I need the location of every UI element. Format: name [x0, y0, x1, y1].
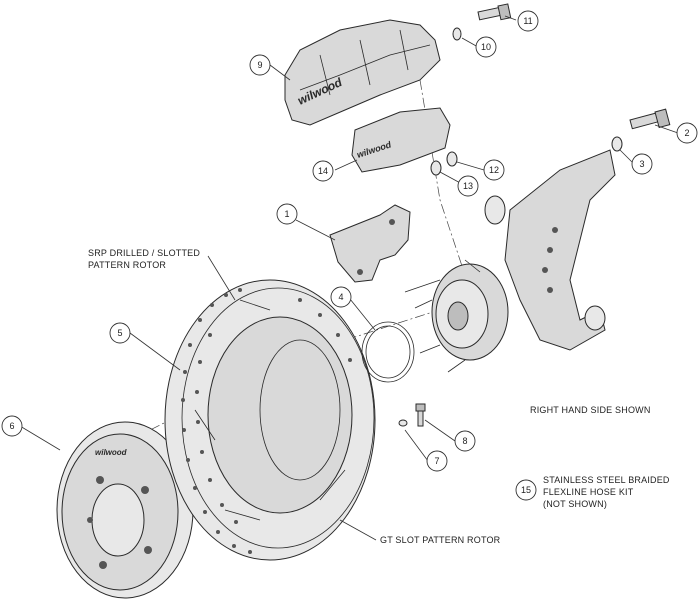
brake-pad: wilwood — [351, 107, 451, 173]
callout-6: 6 — [1, 415, 23, 437]
callout-8: 8 — [454, 430, 476, 452]
callout-10: 10 — [475, 36, 497, 58]
rotor-drill-holes — [181, 288, 352, 554]
callout-4: 4 — [330, 286, 352, 308]
callout-2: 2 — [676, 122, 698, 144]
svg-text:1: 1 — [284, 209, 289, 219]
svg-text:10: 10 — [481, 42, 491, 52]
svg-text:15: 15 — [521, 485, 531, 495]
srp-rotor-label-line1: SRP DRILLED / SLOTTED — [88, 248, 200, 258]
svg-text:6: 6 — [9, 421, 14, 431]
svg-text:3: 3 — [639, 159, 644, 169]
hat-logo: wilwood — [95, 448, 128, 457]
shim-13 — [430, 160, 442, 176]
hose-kit-line2: FLEXLINE HOSE KIT — [543, 487, 634, 497]
svg-text:14: 14 — [318, 166, 328, 176]
callout-11: 11 — [517, 10, 539, 32]
bracket-bolt-2 — [629, 108, 671, 130]
callout-1: 1 — [276, 203, 298, 225]
caliper: wilwood — [284, 19, 441, 126]
washer-3 — [611, 136, 623, 152]
rotor-slot — [194, 409, 216, 441]
svg-text:12: 12 — [489, 165, 499, 175]
svg-text:13: 13 — [463, 181, 473, 191]
caliper-bolt-11 — [477, 3, 512, 21]
shim-12 — [446, 151, 458, 167]
svg-text:9: 9 — [257, 60, 262, 70]
hose-kit-line1: STAINLESS STEEL BRAIDED — [543, 475, 670, 485]
callout-12: 12 — [483, 159, 505, 181]
svg-text:2: 2 — [684, 128, 689, 138]
hose-kit-line3: (NOT SHOWN) — [543, 499, 607, 509]
callout-14: 14 — [312, 160, 334, 182]
rotor-slot — [319, 469, 346, 501]
bleeder-screw-8 — [415, 403, 426, 427]
leader-lines — [19, 15, 679, 541]
caliper-bracket — [329, 204, 411, 283]
callout-3: 3 — [631, 153, 653, 175]
washer-7 — [398, 419, 408, 427]
callout-5: 5 — [109, 322, 131, 344]
svg-text:8: 8 — [462, 436, 467, 446]
rotor — [164, 279, 376, 561]
washer-10 — [452, 27, 462, 41]
callout-9: 9 — [249, 54, 271, 76]
srp-rotor-label-line2: PATTERN ROTOR — [88, 260, 166, 270]
side-shown-note: RIGHT HAND SIDE SHOWN — [530, 405, 651, 415]
callout-13: 13 — [457, 175, 479, 197]
wheel-hub — [404, 259, 509, 373]
o-ring — [361, 321, 415, 383]
steering-knuckle — [484, 149, 616, 351]
svg-text:4: 4 — [338, 292, 343, 302]
rotor-hat: wilwood — [56, 421, 194, 599]
svg-text:7: 7 — [434, 456, 439, 466]
rotor-slot — [224, 509, 261, 521]
callout-7: 7 — [426, 450, 448, 472]
svg-text:5: 5 — [117, 328, 122, 338]
gt-rotor-label: GT SLOT PATTERN ROTOR — [380, 535, 501, 545]
svg-text:11: 11 — [523, 16, 532, 26]
rotor-slot — [239, 299, 271, 311]
callout-15: 15 — [515, 479, 537, 501]
